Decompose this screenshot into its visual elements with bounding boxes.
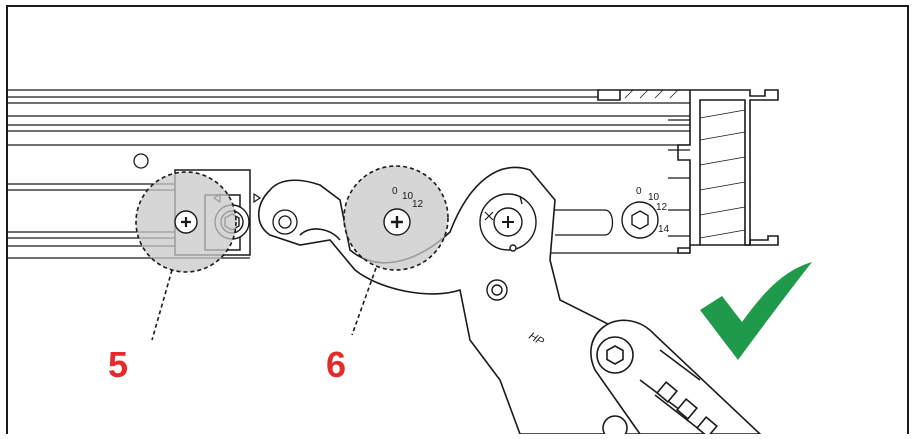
checkmark-icon <box>700 262 812 360</box>
phillips-screw-icon <box>174 210 198 234</box>
hinge-arm <box>257 166 701 435</box>
dial-center-label: 12 <box>412 199 424 210</box>
dial-right-label: 12 <box>656 202 668 213</box>
callout-number-6: 6 <box>326 344 347 385</box>
dial-right-label: 10 <box>648 192 660 203</box>
eccentric-cam <box>479 193 537 252</box>
frame-profile <box>597 89 779 254</box>
hex-socket-icon <box>621 201 659 239</box>
dial-center-label: 10 <box>402 191 414 202</box>
dial-right-label: 0 <box>636 186 642 197</box>
diagram-frame <box>6 5 909 439</box>
mounting-hole <box>133 153 149 169</box>
guide-rod <box>555 209 614 236</box>
stay-bracket <box>590 319 763 439</box>
phillips-screw-icon <box>383 208 411 236</box>
pivot-pin <box>486 279 508 301</box>
arm-screw <box>272 209 298 235</box>
sash-profile <box>8 89 690 259</box>
leader-line-6 <box>351 267 377 336</box>
frame-hatching <box>624 89 746 239</box>
dial-right-label: 14 <box>658 224 670 235</box>
leader-line-5 <box>151 269 173 341</box>
callout-number-5: 5 <box>108 344 129 385</box>
dial-center-label: 0 <box>392 186 398 197</box>
dial-center: 0 10 12 <box>392 186 424 210</box>
dial-right: 0 10 12 14 <box>636 186 670 235</box>
